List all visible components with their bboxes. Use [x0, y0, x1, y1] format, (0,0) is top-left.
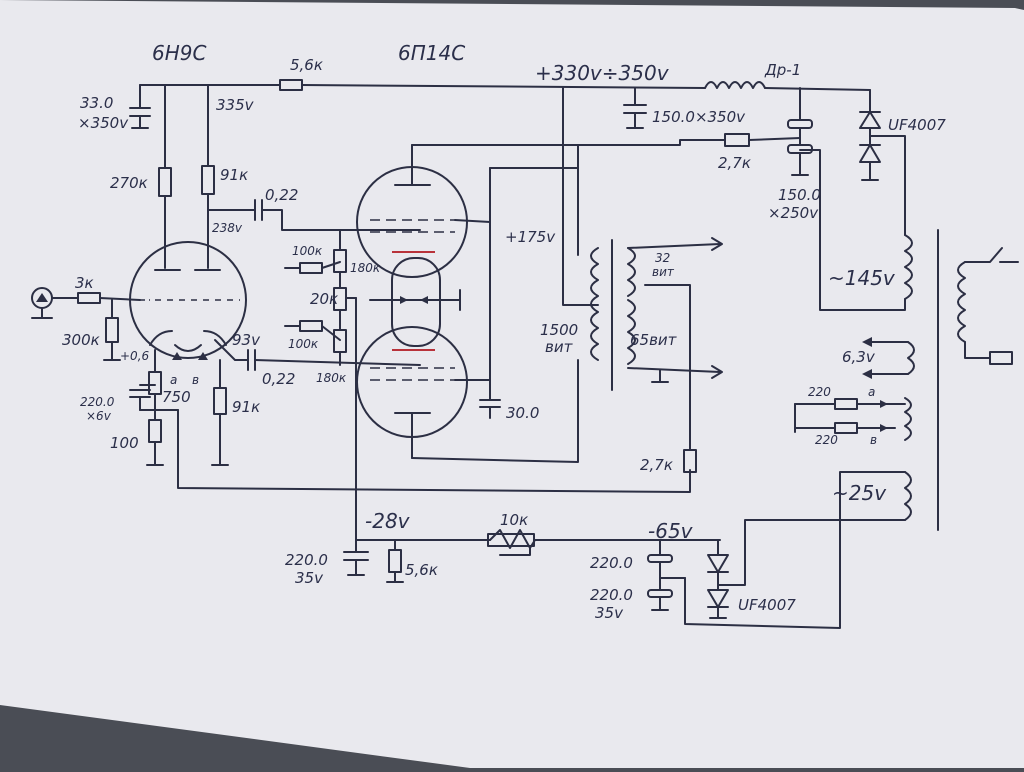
choke-label: Др-1 [764, 61, 801, 79]
bias-network [284, 229, 357, 541]
output-tube-lower [356, 326, 468, 459]
resistor-5-6k-top-label: 5,6к [290, 56, 323, 74]
resistor-2-7k-top [577, 133, 801, 147]
capacitor-150-250-label: 150.0 [778, 186, 821, 204]
resistor-91k-top-label: 91к [220, 166, 248, 184]
filter-capacitor-150-350 [623, 87, 647, 129]
heater-220a-label: 220 [808, 385, 831, 399]
cathode-link [369, 257, 461, 347]
capacitor-220-b2-label: 220.0 [590, 586, 633, 604]
output-transformer [590, 237, 723, 473]
potentiometer-10k-label: 10к [500, 511, 528, 529]
capacitor-220-b2-voltage: 35v [595, 604, 624, 622]
resistor-750-label: 750 [162, 388, 191, 406]
capacitor-0-22-bottom [214, 339, 421, 371]
voltage-238-label: 238v [212, 221, 243, 235]
resistor-2-7k-top-label: 2,7к [718, 154, 751, 172]
capacitor-150-250-voltage: ×250v [768, 204, 819, 222]
primary-turns-unit: вит [545, 338, 574, 356]
b-plus-rail [139, 79, 871, 91]
resistor-91k-bottom-label: 91к [232, 398, 260, 416]
diode-bottom-label: UF4007 [738, 596, 796, 614]
heater-b-tap-label: в [870, 433, 877, 447]
output-tube-upper [356, 144, 468, 278]
resistor-300k [103, 299, 121, 361]
capacitor-30-label: 30.0 [506, 404, 539, 422]
diode-top-label: UF4007 [888, 116, 946, 134]
rectifier-diodes-bottom [707, 539, 729, 619]
resistor-5-6k-bias-label: 5,6к [405, 561, 438, 579]
resistor-100-label: 100 [110, 434, 139, 452]
resistor-180k-a-label: 180к [350, 261, 381, 275]
driver-tube-label: 6Н9С [152, 41, 206, 65]
bias-voltage-label: -28v [365, 509, 411, 533]
tap-32-unit: вит [652, 265, 675, 279]
output-tube-label: 6П14С [398, 41, 465, 65]
cathode-network [129, 349, 691, 493]
resistor-180k-b-label: 180к [316, 371, 347, 385]
capacitor-0-22-bottom-label: 0,22 [262, 370, 295, 388]
primary-turns-label: 1500 [540, 321, 578, 339]
capacitor-220-6v-voltage: ×6v [86, 409, 112, 423]
resistor-270k-label: 270к [110, 174, 148, 192]
resistor-100k-a-label: 100к [292, 244, 323, 258]
resistor-91k-bottom [211, 359, 229, 466]
secondary-65-label: 65вит [630, 331, 678, 349]
heater-220b-label: 220 [815, 433, 838, 447]
resistor-100k-b-label: 100к [288, 337, 319, 351]
capacitor-33-voltage: ×350v [78, 114, 129, 132]
filter-capacitor-150-250 [787, 87, 813, 176]
voltage-335-label: 335v [216, 96, 255, 114]
resistor-3k-label: 3к [75, 274, 94, 292]
rectifier-diodes-top [859, 89, 906, 236]
capacitor-0-22-top-label: 0,22 [265, 186, 298, 204]
voltage-0-6-label: +0,6 [120, 349, 150, 363]
heater-b-label: в [192, 373, 199, 387]
capacitor-33 [129, 84, 151, 129]
capacitor-0-22-top [207, 199, 421, 231]
ac-145-label: ~145v [828, 266, 896, 290]
resistor-2-7k-mid-label: 2,7к [640, 456, 673, 474]
bias-supply [343, 529, 721, 583]
capacitor-220-6v-label: 220.0 [80, 395, 115, 409]
resistor-91k-top [201, 84, 215, 269]
ac-25-label: ~25v [832, 481, 887, 505]
capacitor-220-35-a-label: 220.0 [285, 551, 328, 569]
neg-supply-filter [647, 539, 686, 611]
tap-32-label: 32 [655, 251, 670, 265]
resistor-300k-label: 300к [62, 331, 100, 349]
resistor-270k [158, 84, 172, 269]
voltage-175-label: +175v [505, 228, 556, 246]
voltage-93-label: 93v [232, 331, 261, 349]
heater-a-tap-label: a [868, 385, 875, 399]
potentiometer-20k-label: 20к [310, 290, 338, 308]
neg-supply-label: -65v [648, 519, 694, 543]
heater-6-3-label: 6,3v [842, 348, 876, 366]
power-transformer [684, 149, 1019, 629]
capacitor-33-label: 33.0 [80, 94, 113, 112]
capacitor-150-350-label: 150.0×350v [652, 108, 746, 126]
capacitor-220-35-a-voltage: 35v [295, 569, 324, 587]
heater-a-label: a [170, 373, 177, 387]
resistor-3k [51, 292, 141, 304]
b-plus-label: +330v÷350v [535, 61, 670, 85]
capacitor-220-b1-label: 220.0 [590, 554, 633, 572]
